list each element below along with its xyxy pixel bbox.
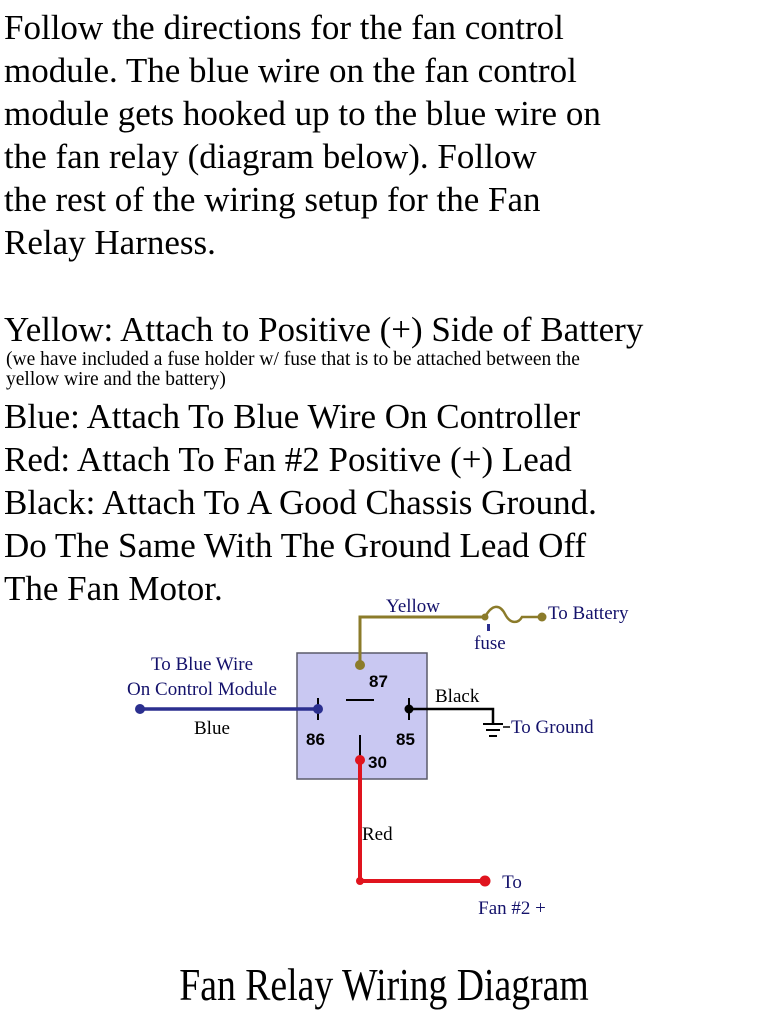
yellow-label: Yellow bbox=[386, 596, 440, 617]
to-battery-label: To Battery bbox=[548, 603, 629, 624]
intro-line: module gets hooked up to the blue wire o… bbox=[4, 94, 601, 133]
red-instruction: Red: Attach To Fan #2 Positive (+) Lead bbox=[4, 440, 572, 479]
wire-instructions: Blue: Attach To Blue Wire On Controller … bbox=[4, 395, 597, 610]
relay-wiring-diagram: 87 86 85 30 Yellow To Battery fuse To Bl… bbox=[127, 596, 629, 919]
black-wire bbox=[409, 707, 495, 724]
battery-terminal bbox=[537, 612, 547, 622]
pin-86-dot bbox=[313, 704, 323, 714]
ground-icon bbox=[483, 723, 503, 737]
pin-87-dot bbox=[355, 660, 365, 670]
red-wire-corner bbox=[356, 877, 364, 885]
blue-instruction: Blue: Attach To Blue Wire On Controller bbox=[4, 397, 581, 436]
pin-87-label: 87 bbox=[369, 672, 388, 691]
blue-wire-terminal bbox=[135, 704, 145, 714]
intro-line: Relay Harness. bbox=[4, 223, 216, 262]
pin-30-label: 30 bbox=[368, 753, 387, 772]
intro-line: the fan relay (diagram below). Follow bbox=[4, 137, 537, 176]
to-blue-wire-label: To Blue Wire bbox=[151, 654, 253, 675]
black-label: Black bbox=[435, 686, 480, 707]
pin-30-dot bbox=[355, 755, 365, 765]
intro-line: the rest of the wiring setup for the Fan bbox=[4, 180, 541, 219]
to-fan-label: To bbox=[502, 872, 522, 893]
fuse-note-line: yellow wire and the battery) bbox=[6, 369, 226, 390]
fuse-note-line: (we have included a fuse holder w/ fuse … bbox=[6, 349, 580, 370]
fuse-marker bbox=[487, 624, 490, 631]
fan-terminal bbox=[479, 875, 491, 887]
fuse-label: fuse bbox=[474, 633, 506, 654]
pin-86-label: 86 bbox=[306, 730, 325, 749]
ground-instruction: Do The Same With The Ground Lead Off bbox=[4, 526, 587, 565]
fuse-note: (we have included a fuse holder w/ fuse … bbox=[6, 350, 580, 390]
fuse-symbol bbox=[483, 605, 542, 624]
yellow-wire-terminal bbox=[481, 613, 489, 621]
control-module-label: On Control Module bbox=[127, 679, 277, 700]
fan-2-label: Fan #2 + bbox=[478, 898, 546, 919]
intro-paragraph: Follow the directions for the fan contro… bbox=[4, 6, 601, 264]
intro-line: Follow the directions for the fan contro… bbox=[4, 8, 564, 47]
diagram-title: Fan Relay Wiring Diagram bbox=[179, 959, 589, 1010]
red-label: Red bbox=[362, 824, 393, 845]
to-ground-label: To Ground bbox=[511, 717, 594, 738]
intro-line: module. The blue wire on the fan control bbox=[4, 51, 577, 90]
ground-instruction-cont: The Fan Motor. bbox=[4, 569, 223, 608]
pin-85-label: 85 bbox=[396, 730, 415, 749]
black-instruction: Black: Attach To A Good Chassis Ground. bbox=[4, 483, 597, 522]
pin-85-dot bbox=[404, 704, 414, 714]
yellow-instruction: Yellow: Attach to Positive (+) Side of B… bbox=[4, 310, 644, 349]
yellow-wire bbox=[358, 615, 485, 665]
blue-label: Blue bbox=[194, 718, 230, 739]
